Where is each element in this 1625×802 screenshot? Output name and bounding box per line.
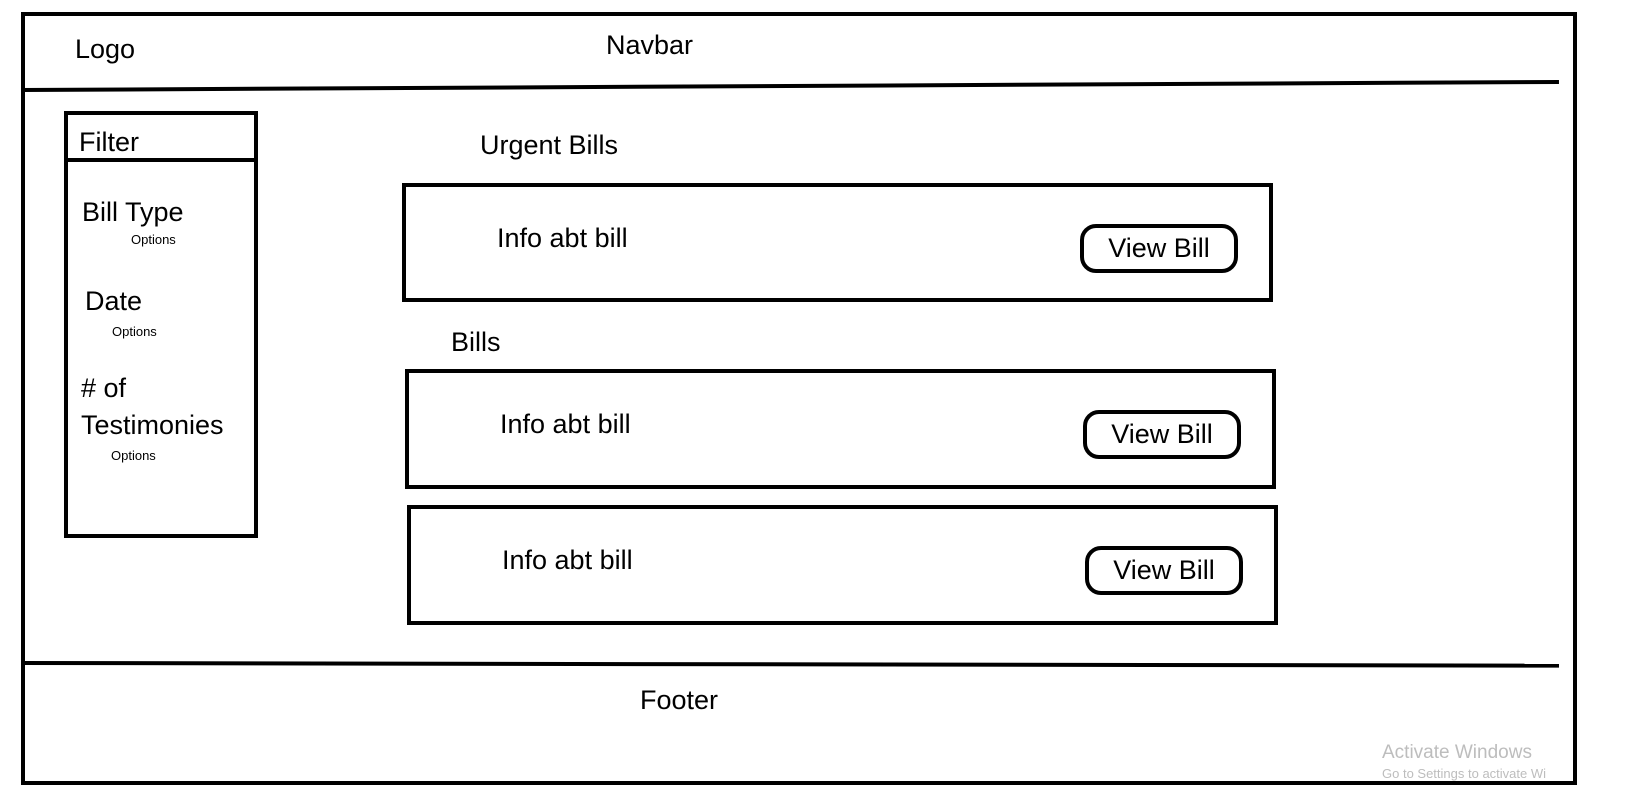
- activation-watermark-subtitle: Go to Settings to activate Wi: [1382, 766, 1547, 781]
- filter-title: Filter: [79, 127, 139, 157]
- footer-label: Footer: [640, 685, 719, 715]
- filter-testimonies-options[interactable]: Options: [111, 448, 156, 463]
- bills-title: Bills: [451, 327, 501, 357]
- view-bill-button[interactable]: View Bill: [1080, 224, 1238, 273]
- filter-testimonies-label-line2[interactable]: Testimonies: [81, 410, 224, 440]
- urgent-bills-title: Urgent Bills: [480, 130, 619, 160]
- logo[interactable]: Logo: [75, 34, 136, 64]
- bill-info: Info abt bill: [497, 223, 628, 253]
- filter-header-divider: [66, 158, 258, 162]
- filter-bill-type-label[interactable]: Bill Type: [82, 197, 184, 227]
- bill-info: Info abt bill: [500, 409, 631, 439]
- view-bill-button[interactable]: View Bill: [1083, 410, 1241, 459]
- view-bill-button[interactable]: View Bill: [1085, 546, 1243, 595]
- bill-info: Info abt bill: [502, 545, 633, 575]
- filter-date-options[interactable]: Options: [112, 324, 157, 339]
- page-frame: [21, 12, 1577, 785]
- navbar-label: Navbar: [606, 30, 694, 60]
- filter-testimonies-label-line1[interactable]: # of: [81, 373, 127, 403]
- filter-panel: [64, 111, 258, 538]
- filter-bill-type-options[interactable]: Options: [131, 232, 176, 247]
- activation-watermark-title: Activate Windows: [1382, 742, 1532, 763]
- filter-date-label[interactable]: Date: [85, 286, 143, 316]
